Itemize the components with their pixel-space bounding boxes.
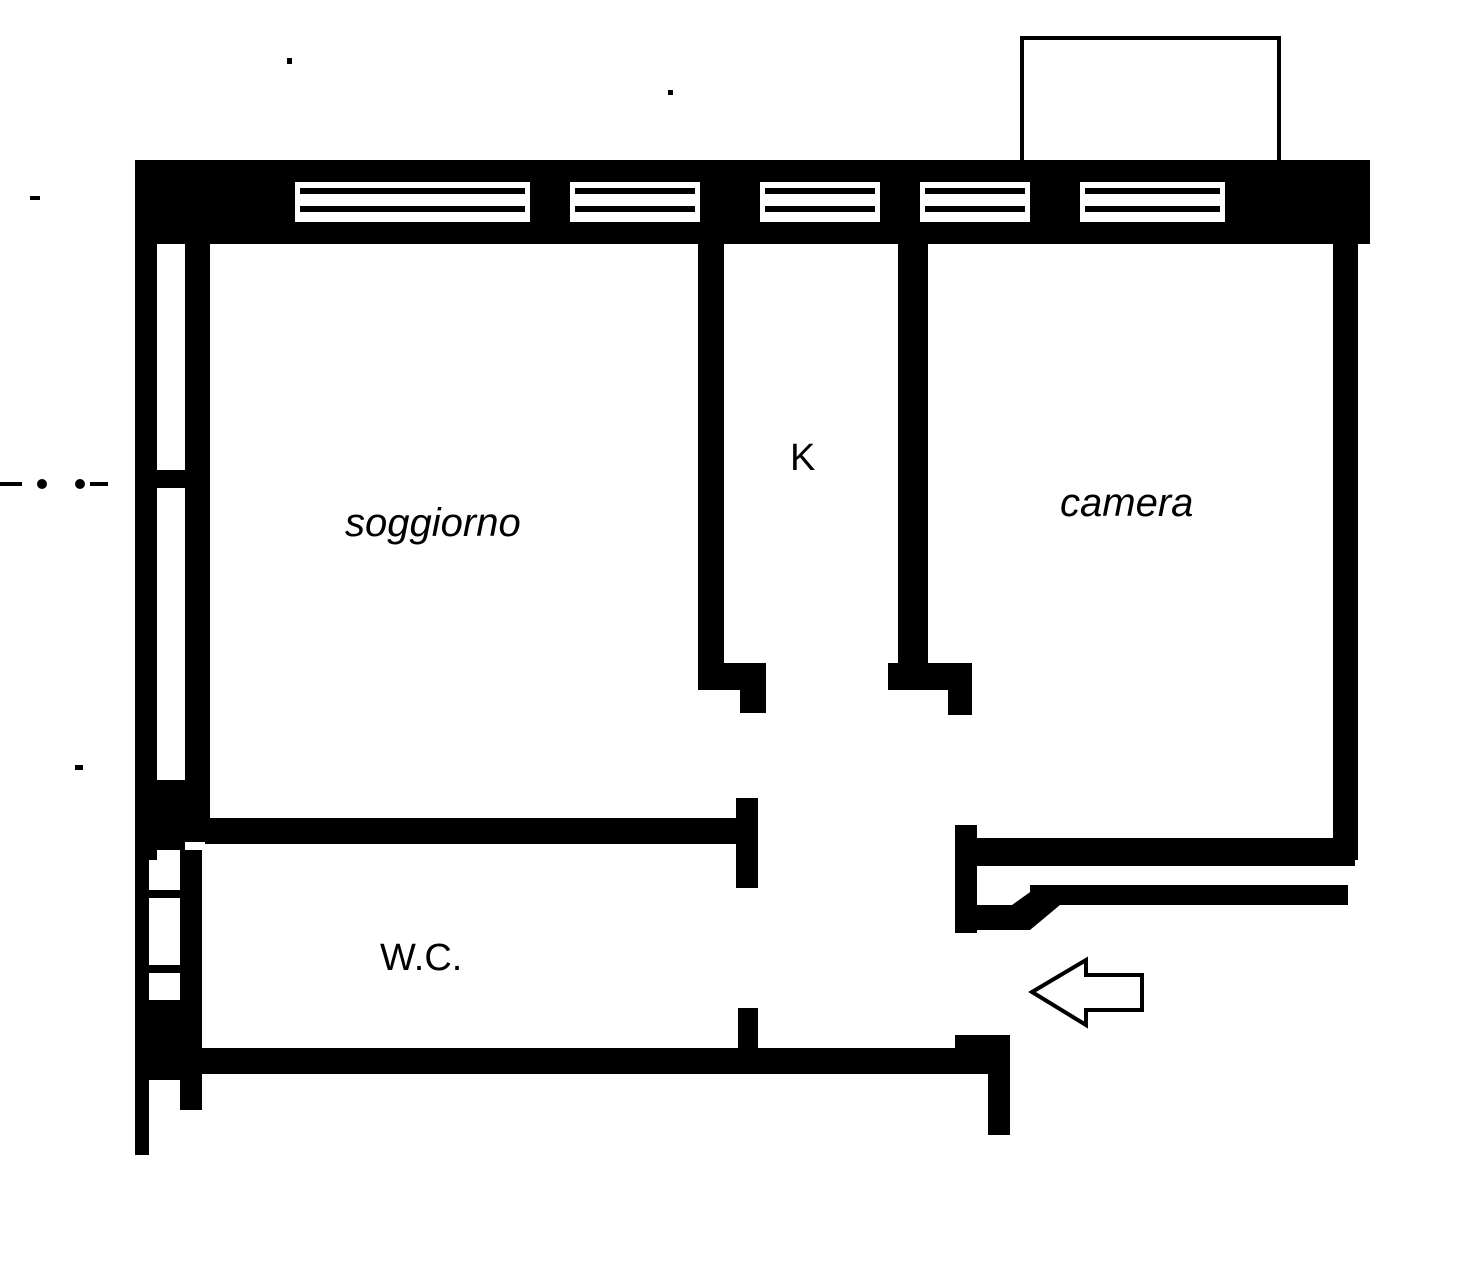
top-wall [135, 160, 1370, 244]
room-label-soggiorno: soggiorno [345, 501, 521, 545]
kitchen-right-wall [888, 240, 972, 715]
balcony-outline [1020, 36, 1281, 180]
bathroom-bottom-wall [195, 1008, 1010, 1135]
entrance-arrow-icon [1028, 956, 1144, 1029]
kitchen-left-wall [698, 240, 766, 713]
right-wall [1333, 230, 1358, 860]
living-bathroom-wall [205, 798, 758, 888]
room-label-camera: camera [1060, 481, 1193, 525]
bedroom-bottom-wall [955, 825, 1355, 933]
room-label-wc: W.C. [380, 937, 462, 979]
dimension-marks [0, 58, 673, 770]
left-wall [135, 160, 210, 1155]
room-label-kitchen: K [790, 437, 815, 479]
